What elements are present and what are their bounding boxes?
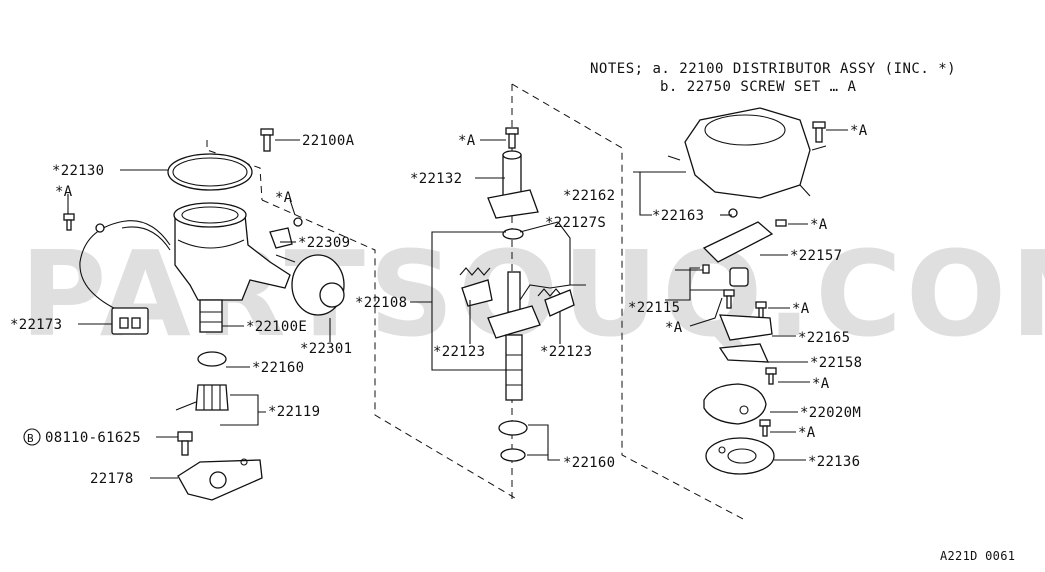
plate-22136	[705, 437, 775, 475]
screw-a-right-top	[812, 121, 826, 143]
plate-22165	[719, 314, 773, 341]
dashed-outline-left	[261, 199, 516, 499]
washer-22160-left	[197, 351, 227, 367]
label-22173: *22173	[10, 317, 62, 333]
label-a-r3: *A	[812, 376, 830, 392]
part-22115	[675, 264, 749, 287]
notes-line-2: b. 22750 SCREW SET … A	[660, 79, 857, 95]
label-a-center: *A	[458, 133, 476, 149]
bracket-22132	[487, 150, 539, 219]
label-08110: 08110-61625	[45, 430, 141, 446]
rotor-22157	[702, 219, 787, 263]
label-22165: *22165	[798, 330, 850, 346]
bolt-b-badge: B	[23, 428, 41, 446]
bolt-08110	[177, 431, 193, 456]
bolt-22100a	[260, 128, 274, 152]
label-22100a: 22100A	[302, 133, 355, 149]
label-22100e: *22100E	[246, 319, 307, 335]
label-22127s: *22127S	[545, 215, 606, 231]
washer-22160-center-a	[498, 420, 528, 436]
weight-22123-left	[461, 279, 493, 307]
label-a-rotor: *A	[810, 217, 828, 233]
label-22119: *22119	[268, 404, 320, 420]
label-22123-right: *22123	[540, 344, 592, 360]
label-22160-center: *22160	[563, 455, 615, 471]
label-a-r2: *A	[665, 320, 683, 336]
spring-22127s-left	[459, 267, 491, 276]
label-a-mid: *A	[275, 190, 293, 206]
label-22162: *22162	[563, 188, 615, 204]
plate-22178	[177, 458, 263, 501]
label-a-right-top: *A	[850, 123, 868, 139]
label-22132: *22132	[410, 171, 462, 187]
label-22123-left: *22123	[433, 344, 485, 360]
watermark: PARTSOUQ.COM	[20, 225, 1045, 363]
weight-22123-right	[544, 289, 575, 317]
o-ring-22130	[167, 153, 253, 191]
screw-a-r4	[759, 419, 771, 437]
notes-line-1: NOTES; a. 22100 DISTRIBUTOR ASSY (INC. *…	[590, 61, 956, 77]
label-a-left: *A	[55, 184, 73, 200]
diagram-id: A221D 0061	[940, 549, 1015, 563]
carbon-22163	[728, 208, 738, 218]
cap-22162	[667, 107, 827, 199]
label-22157: *22157	[790, 248, 842, 264]
label-22158: *22158	[810, 355, 862, 371]
clamp-22309	[269, 217, 303, 249]
label-22136: *22136	[808, 454, 860, 470]
distributor-housing	[173, 202, 291, 333]
label-22301: *22301	[300, 341, 352, 357]
label-22309: *22309	[298, 235, 350, 251]
label-22178: 22178	[90, 471, 134, 487]
vacuum-advancer-22301	[275, 254, 345, 316]
label-22115: *22115	[628, 300, 680, 316]
screw-a-center	[505, 127, 519, 149]
plate-22158	[718, 343, 770, 363]
washer-center-top	[502, 228, 524, 240]
label-22130: *22130	[52, 163, 104, 179]
label-22108: *22108	[355, 295, 407, 311]
harness-22173	[79, 220, 171, 335]
shaft-22108	[487, 271, 541, 401]
label-a-r1: *A	[792, 301, 810, 317]
pickup-22020m	[703, 383, 767, 425]
screw-a-r3	[765, 367, 777, 385]
svg-text:B: B	[27, 432, 34, 445]
gear-22119	[175, 384, 229, 411]
label-22020m: *22020M	[800, 405, 861, 421]
dashed-outline-right	[511, 83, 746, 521]
washer-22160-center-b	[500, 448, 526, 462]
spring-22127s-right	[537, 288, 563, 297]
label-a-r4: *A	[798, 425, 816, 441]
label-22160-left: *22160	[252, 360, 304, 376]
label-22163: *22163	[652, 208, 704, 224]
screw-a-left	[63, 213, 75, 231]
